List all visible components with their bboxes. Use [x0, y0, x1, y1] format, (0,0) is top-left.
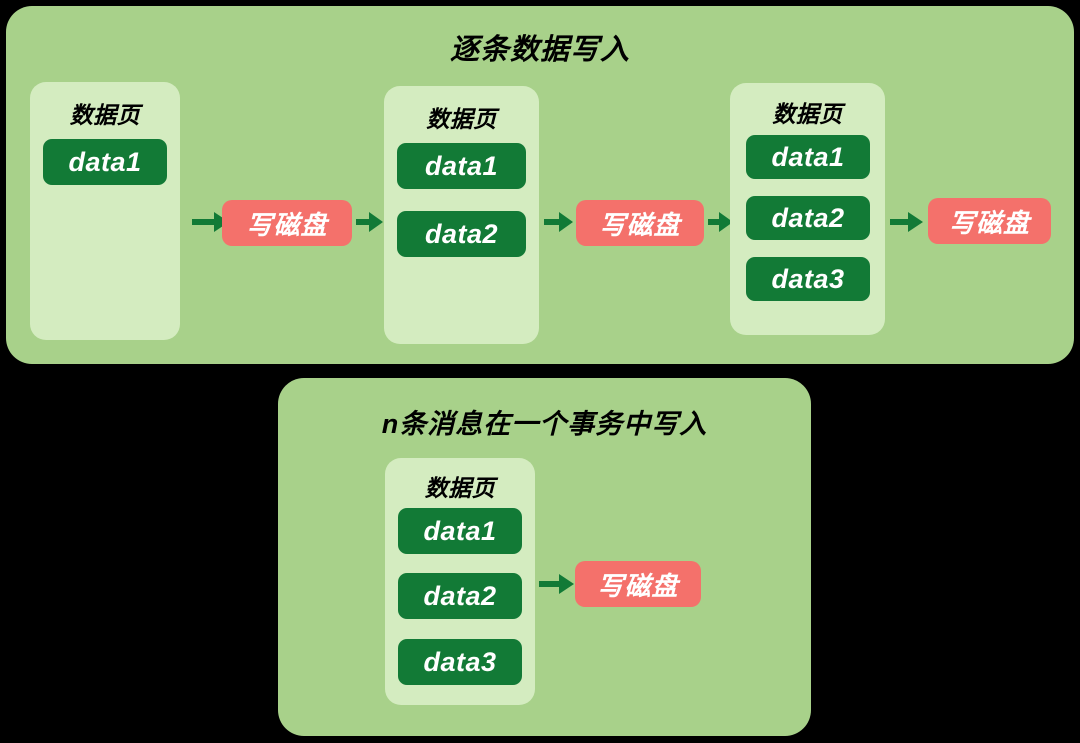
- data-chip-2-2: data2: [397, 211, 526, 257]
- data-page-label-3: 数据页: [772, 101, 843, 127]
- panel-title-row-by-row: 逐条数据写入: [449, 34, 630, 66]
- panel-row-by-row-write: 逐条数据写入 数据页 data1 写磁盘 数据页 data1 data2 写磁盘: [6, 6, 1074, 364]
- data-page-card-3: 数据页 data1 data2 data3: [730, 83, 885, 335]
- panel-title-batched-transaction: n条消息在一个事务中写入: [381, 409, 708, 439]
- data-page-label-2: 数据页: [426, 106, 497, 132]
- data-page-card-1: 数据页 data1: [30, 82, 180, 340]
- arrow-right-icon-2: [356, 211, 384, 233]
- data-page-label-1: 数据页: [69, 102, 141, 128]
- data-chip-4-1: data1: [398, 508, 522, 554]
- panel-batched-transaction-write: n条消息在一个事务中写入 数据页 data1 data2 data3 写磁盘: [278, 378, 811, 736]
- data-chip-3-3: data3: [746, 257, 870, 301]
- data-chip-4-2: data2: [398, 573, 522, 619]
- data-chip-3-1: data1: [746, 135, 870, 179]
- arrow-right-icon-4: [708, 211, 734, 233]
- data-page-card-2: 数据页 data1 data2: [384, 86, 539, 344]
- data-chip-4-3: data3: [398, 639, 522, 685]
- data-page-card-4: 数据页 data1 data2 data3: [385, 458, 535, 705]
- data-page-label-4: 数据页: [424, 475, 496, 501]
- write-disk-box-4: 写磁盘: [575, 561, 701, 607]
- write-disk-box-3: 写磁盘: [928, 198, 1051, 244]
- arrow-right-icon-3: [544, 211, 574, 233]
- arrow-right-icon-5: [890, 211, 924, 233]
- data-chip-3-2: data2: [746, 196, 870, 240]
- arrow-right-icon-1: [192, 211, 230, 233]
- data-chip-2-1: data1: [397, 143, 526, 189]
- write-disk-box-2: 写磁盘: [576, 200, 704, 246]
- write-disk-box-1: 写磁盘: [222, 200, 352, 246]
- arrow-right-icon-6: [539, 573, 575, 595]
- data-chip-1-1: data1: [43, 139, 167, 185]
